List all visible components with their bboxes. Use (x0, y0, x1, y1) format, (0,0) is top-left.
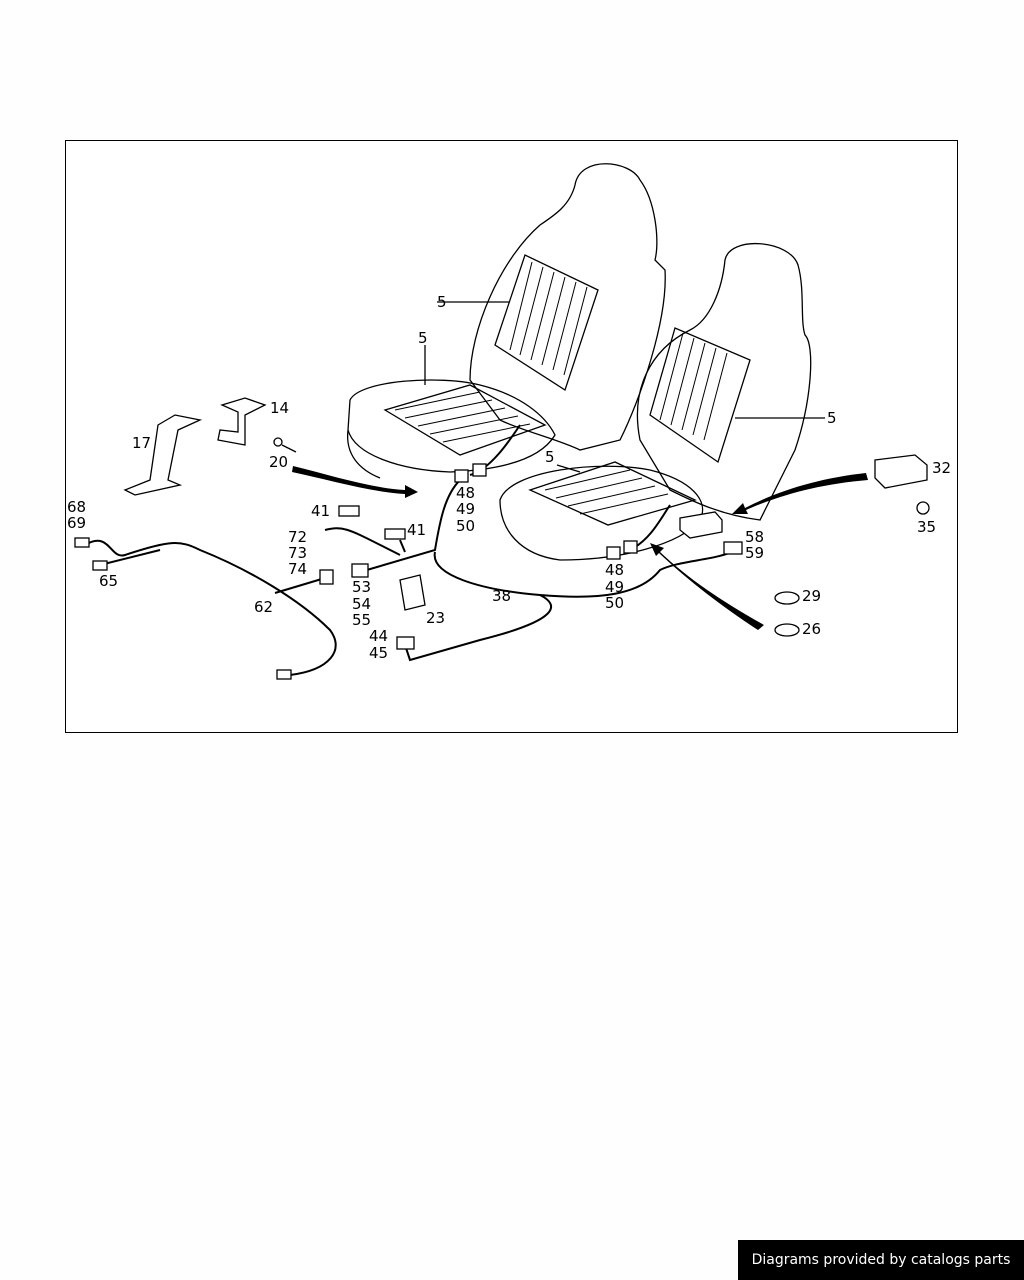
wiring-harness (84, 424, 736, 676)
footer-credit: Diagrams provided by catalogs parts (738, 1240, 1024, 1280)
arrows (292, 466, 868, 630)
callout-65: 65 (99, 572, 119, 590)
callout-29: 29 (802, 587, 822, 605)
callout-5-seat-back-right: 5 (827, 409, 837, 427)
callout-50-right: 50 (605, 594, 625, 612)
left-seat-illustration (346, 163, 666, 479)
callout-48-left: 48 (456, 484, 476, 502)
callout-32: 32 (932, 459, 952, 477)
callout-41-a: 41 (311, 502, 331, 520)
callout-35: 35 (917, 518, 937, 536)
callout-73: 73 (288, 544, 308, 562)
callout-74: 74 (288, 560, 308, 578)
callout-69: 69 (67, 514, 87, 532)
callout-54: 54 (352, 595, 372, 613)
callout-5-cushion-right: 5 (545, 448, 555, 466)
callout-59: 59 (745, 544, 765, 562)
callout-41-b: 41 (407, 521, 427, 539)
callout-17: 17 (132, 434, 152, 452)
callout-55: 55 (352, 611, 372, 629)
callout-68: 68 (67, 498, 87, 516)
callout-14: 14 (270, 399, 290, 417)
callout-5-seat-back-left: 5 (437, 293, 447, 311)
callout-58: 58 (745, 528, 765, 546)
callout-26: 26 (802, 620, 822, 638)
callout-49-right: 49 (605, 578, 625, 596)
callout-48-right: 48 (605, 561, 625, 579)
callout-20: 20 (269, 453, 289, 471)
brackets (123, 397, 297, 496)
callout-23: 23 (426, 609, 446, 627)
callout-44: 44 (369, 627, 389, 645)
callout-5-cushion-left: 5 (418, 329, 428, 347)
callout-45: 45 (369, 644, 389, 662)
callout-50-left: 50 (456, 517, 476, 535)
callout-72: 72 (288, 528, 308, 546)
connectors (74, 454, 930, 680)
callout-38: 38 (492, 587, 512, 605)
right-seat-illustration (499, 242, 825, 561)
callout-53: 53 (352, 578, 372, 596)
callout-62: 62 (254, 598, 274, 616)
callout-49-left: 49 (456, 500, 476, 518)
